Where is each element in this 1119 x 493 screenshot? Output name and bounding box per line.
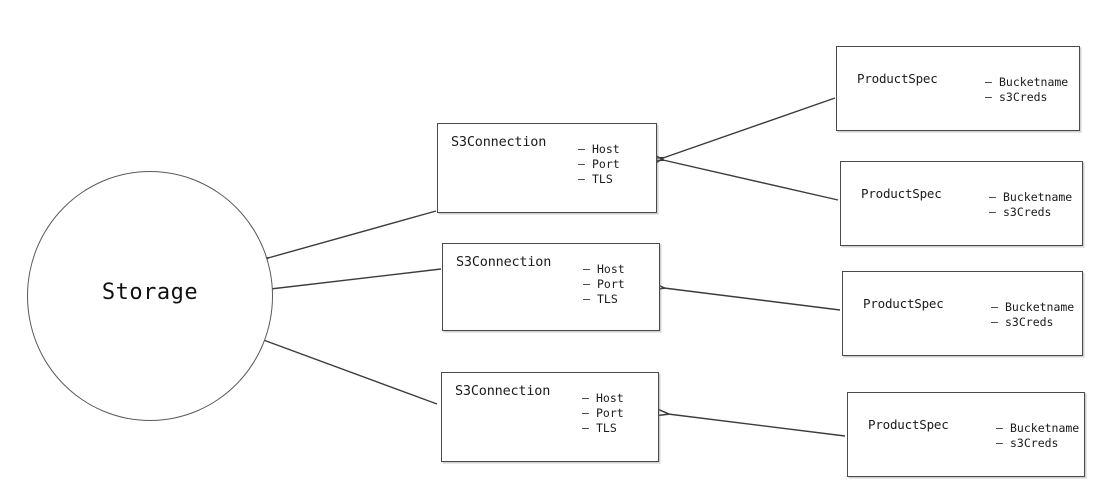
- attribute-label: Port: [596, 406, 624, 420]
- edge-productspec-4-to-s3connection-3: [668, 414, 846, 437]
- attribute-row: –TLS: [582, 421, 624, 436]
- attribute-row: –Bucketname: [989, 190, 1072, 205]
- bullet-dash: –: [996, 421, 1003, 435]
- bullet-dash: –: [991, 300, 998, 314]
- edge-productspec-2-to-s3connection-1: [663, 160, 839, 201]
- edge-productspec-1-to-s3connection-1: [663, 97, 836, 158]
- productspec-node-4[interactable]: ProductSpec –Bucketname –s3Creds: [847, 392, 1085, 477]
- attribute-row: –TLS: [578, 172, 620, 187]
- s3connection-node-1[interactable]: S3Connection –Host –Port –TLS: [437, 123, 657, 213]
- productspec-node-3[interactable]: ProductSpec –Bucketname –s3Creds: [842, 271, 1083, 356]
- bullet-dash: –: [582, 406, 589, 420]
- s3connection-node-1-title: S3Connection: [451, 134, 547, 150]
- productspec-node-3-title: ProductSpec: [863, 296, 944, 311]
- attribute-label: TLS: [596, 421, 617, 435]
- attribute-label: s3Creds: [999, 90, 1048, 104]
- bullet-dash: –: [578, 172, 585, 186]
- s3connection-node-3[interactable]: S3Connection –Host –Port –TLS: [441, 372, 659, 462]
- attribute-row: –s3Creds: [996, 436, 1079, 451]
- bullet-dash: –: [583, 292, 590, 306]
- productspec-node-4-title: ProductSpec: [868, 417, 949, 432]
- attribute-row: –s3Creds: [985, 90, 1068, 105]
- attribute-row: –Bucketname: [985, 75, 1068, 90]
- bullet-dash: –: [989, 190, 996, 204]
- bullet-dash: –: [991, 315, 998, 329]
- attribute-row: –Bucketname: [996, 421, 1079, 436]
- edge-s3connection-3-to-storage: [258, 338, 438, 405]
- bullet-dash: –: [578, 142, 585, 156]
- bullet-dash: –: [583, 277, 590, 291]
- s3connection-node-2[interactable]: S3Connection –Host –Port –TLS: [442, 243, 660, 331]
- attribute-label: Host: [592, 142, 620, 156]
- productspec-node-1-attributes: –Bucketname –s3Creds: [985, 75, 1068, 105]
- edge-productspec-3-to-s3connection-2: [664, 288, 841, 311]
- productspec-node-4-attributes: –Bucketname –s3Creds: [996, 421, 1079, 451]
- storage-node[interactable]: Storage: [27, 171, 273, 421]
- attribute-row: –TLS: [583, 292, 625, 307]
- attribute-label: Bucketname: [1003, 190, 1073, 204]
- attribute-label: Host: [597, 262, 625, 276]
- attribute-label: s3Creds: [1003, 205, 1052, 219]
- attribute-row: –s3Creds: [989, 205, 1072, 220]
- bullet-dash: –: [583, 262, 590, 276]
- attribute-label: Port: [592, 157, 620, 171]
- attribute-label: Bucketname: [999, 75, 1069, 89]
- productspec-node-2[interactable]: ProductSpec –Bucketname –s3Creds: [840, 161, 1083, 246]
- productspec-node-1-title: ProductSpec: [857, 71, 938, 86]
- bullet-dash: –: [582, 391, 589, 405]
- attribute-row: –s3Creds: [991, 315, 1074, 330]
- attribute-row: –Port: [578, 157, 620, 172]
- attribute-label: s3Creds: [1005, 315, 1054, 329]
- attribute-label: Bucketname: [1010, 421, 1080, 435]
- productspec-node-1[interactable]: ProductSpec –Bucketname –s3Creds: [836, 46, 1080, 131]
- attribute-row: –Host: [582, 391, 624, 406]
- productspec-node-3-attributes: –Bucketname –s3Creds: [991, 300, 1074, 330]
- bullet-dash: –: [985, 90, 992, 104]
- edge-s3connection-1-to-storage: [268, 210, 437, 258]
- s3connection-node-2-title: S3Connection: [456, 254, 552, 270]
- s3connection-node-3-title: S3Connection: [455, 383, 551, 399]
- attribute-label: s3Creds: [1010, 436, 1059, 450]
- attribute-label: TLS: [592, 172, 613, 186]
- bullet-dash: –: [985, 75, 992, 89]
- bullet-dash: –: [989, 205, 996, 219]
- edge-s3connection-2-to-storage: [262, 268, 442, 290]
- bullet-dash: –: [582, 421, 589, 435]
- attribute-label: TLS: [597, 292, 618, 306]
- attribute-label: Bucketname: [1005, 300, 1075, 314]
- storage-node-label: Storage: [101, 280, 199, 305]
- s3connection-node-3-attributes: –Host –Port –TLS: [582, 391, 624, 436]
- productspec-node-2-attributes: –Bucketname –s3Creds: [989, 190, 1072, 220]
- attribute-label: Port: [597, 277, 625, 291]
- s3connection-node-1-attributes: –Host –Port –TLS: [578, 142, 620, 187]
- attribute-row: –Bucketname: [991, 300, 1074, 315]
- bullet-dash: –: [578, 157, 585, 171]
- attribute-row: –Port: [582, 406, 624, 421]
- productspec-node-2-title: ProductSpec: [861, 186, 942, 201]
- attribute-label: Host: [596, 391, 624, 405]
- s3connection-node-2-attributes: –Host –Port –TLS: [583, 262, 625, 307]
- attribute-row: –Host: [583, 262, 625, 277]
- attribute-row: –Host: [578, 142, 620, 157]
- bullet-dash: –: [996, 436, 1003, 450]
- attribute-row: –Port: [583, 277, 625, 292]
